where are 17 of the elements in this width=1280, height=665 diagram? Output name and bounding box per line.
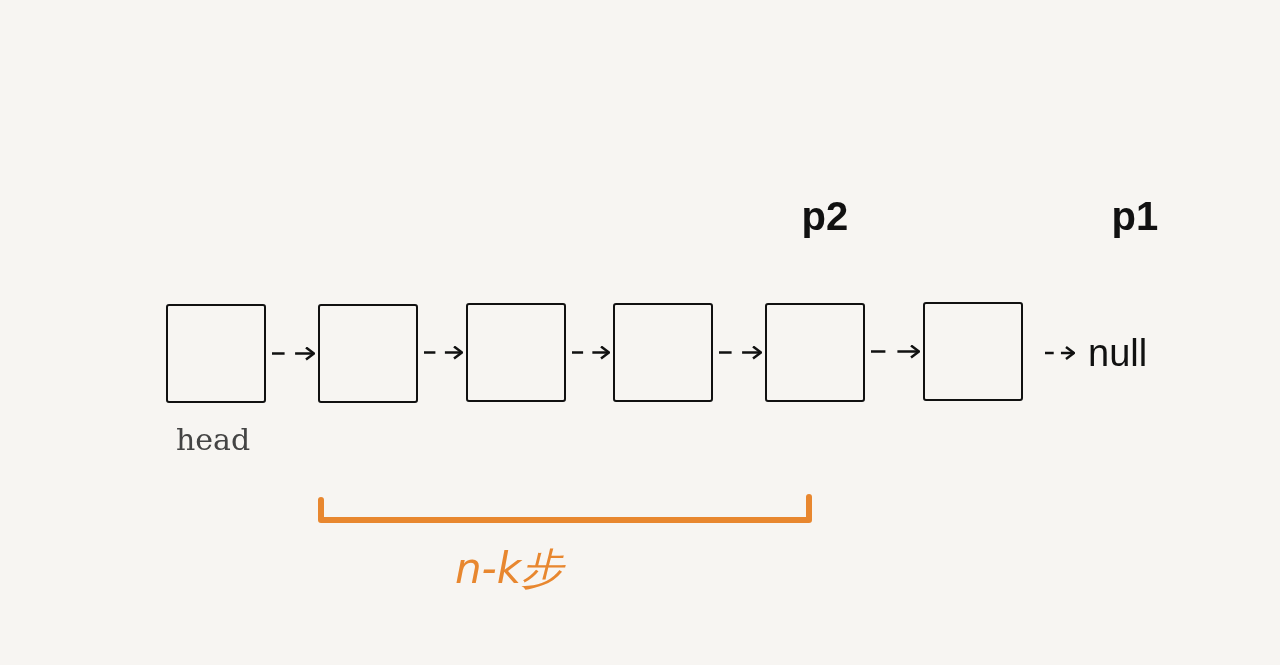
bracket-label: n-k步: [455, 548, 564, 590]
node-label: head: [176, 425, 251, 455]
list-node-box: [923, 302, 1023, 401]
list-node-box: [613, 303, 713, 402]
null-label: null: [1088, 334, 1148, 372]
arrow: [871, 344, 921, 359]
list-node-box: [318, 304, 418, 403]
list-node-box: [765, 303, 865, 402]
arrow: [424, 345, 464, 360]
list-node-box: [466, 303, 566, 402]
arrow: [1045, 345, 1076, 361]
arrow: [272, 346, 316, 361]
pointer-label: p2: [801, 196, 849, 236]
arrow: [572, 345, 611, 360]
arrow: [719, 345, 763, 360]
list-node-box: [166, 304, 266, 403]
pointer-label: p1: [1111, 196, 1159, 236]
